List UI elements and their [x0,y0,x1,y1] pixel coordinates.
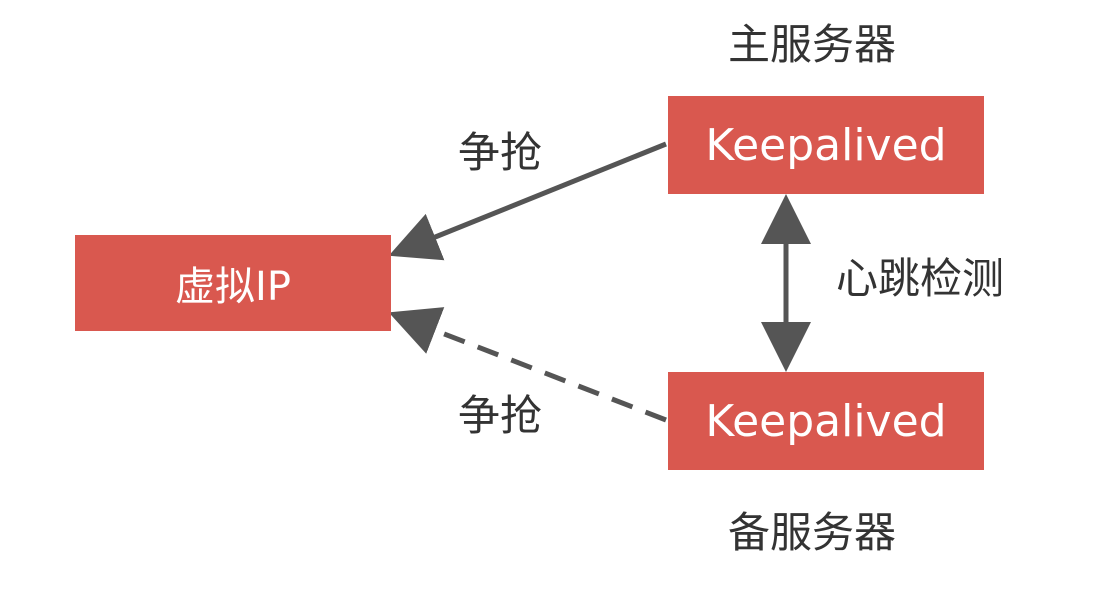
virtual-ip-box: 虚拟IP [75,235,391,331]
master-keepalived-text: Keepalived [705,119,947,171]
compete-bottom-label: 争抢 [458,391,543,440]
master-keepalived-box: Keepalived [668,96,984,194]
backup-server-label: 备服务器 [728,508,897,557]
backup-keepalived-text: Keepalived [705,395,947,447]
compete-top-label: 争抢 [458,128,543,177]
virtual-ip-text: 虚拟IP [175,264,291,310]
master-to-vip-arrow [388,141,667,261]
master-server-label: 主服务器 [728,20,897,69]
backup-to-vip-dashed-arrow [388,307,667,423]
backup-keepalived-box: Keepalived [668,372,984,470]
heartbeat-label: 心跳检测 [836,254,1005,303]
